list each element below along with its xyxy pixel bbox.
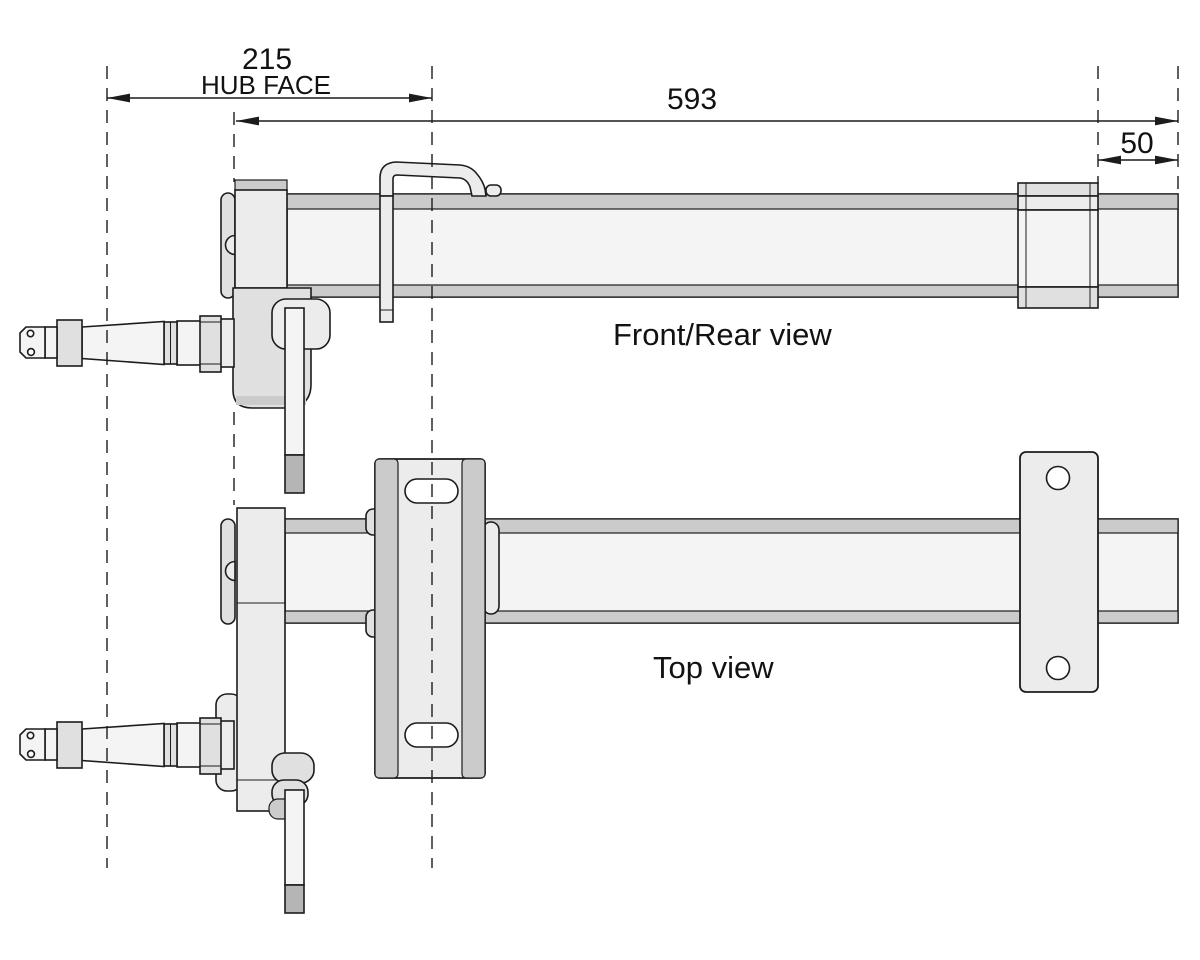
end-plate-hole <box>1045 655 1071 681</box>
dimension-value-215: 215 <box>241 43 293 76</box>
spindle-pin-hole <box>26 731 35 740</box>
dimension-value-50: 50 <box>1120 127 1154 160</box>
end-plate-hole <box>1045 465 1071 491</box>
front-spindle <box>19 315 235 373</box>
front-clamp-sleeve <box>1017 182 1099 309</box>
front-rear-view <box>19 161 1179 494</box>
spindle-pin-hole <box>26 749 36 759</box>
dimension-hub-face-215 <box>107 93 432 103</box>
top-view <box>19 451 1179 914</box>
front-handle-ubolt <box>379 161 502 323</box>
spindle-pin-hole <box>26 329 35 338</box>
top-view-label: Top view <box>653 650 774 685</box>
dimension-lines <box>107 93 1178 165</box>
top-spindle <box>19 717 235 775</box>
top-end-plate <box>1019 451 1099 693</box>
top-middle-bracket <box>365 458 500 779</box>
extension-lines <box>106 66 1179 868</box>
dimension-length-593 <box>236 116 1178 126</box>
dimension-value-593: 593 <box>666 83 718 116</box>
spindle-pin-hole <box>26 347 36 357</box>
dimension-offset-50 <box>1098 155 1178 165</box>
dimension-label-hub-face: HUB FACE <box>200 70 332 100</box>
front-rear-view-label: Front/Rear view <box>613 317 832 352</box>
front-hub-assembly <box>220 179 331 494</box>
